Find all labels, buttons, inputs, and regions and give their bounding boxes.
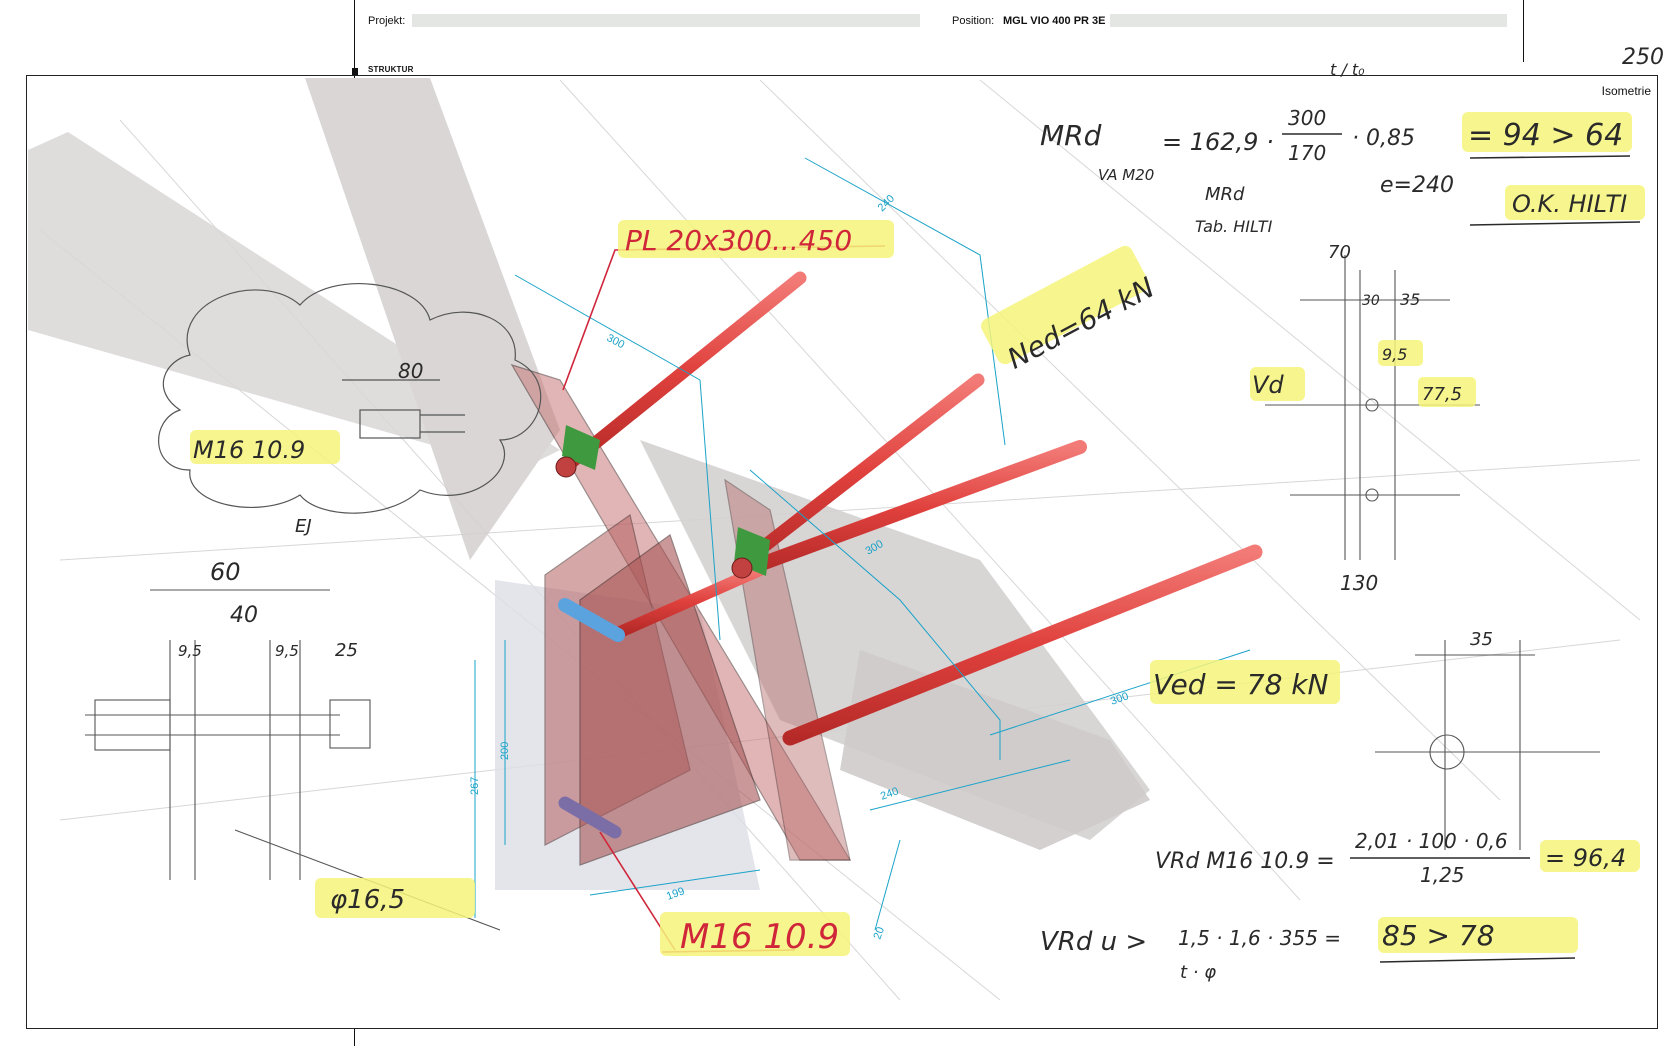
anchor-nuts [555,425,770,579]
vd-label: Vd [1252,371,1284,399]
sketch-95: 9,5 [178,642,202,660]
mrd-factor: · 0,85 [1352,126,1415,151]
gusset-plate-front [579,534,761,866]
bolt-detail-sketch [158,283,542,514]
dimension-lines [474,157,1251,931]
sk-775: 77,5 [1422,384,1462,405]
hl-mrd-result [1462,112,1632,152]
vrd-num: 2,01 · 100 · 0,6 [1355,829,1508,853]
mrd-result: = 94 > 64 [1468,118,1623,153]
drawing-frame [26,75,1658,1029]
mrd-underline [1469,155,1631,159]
sketch-30: 30 [1362,293,1380,309]
project-label: Projekt: [368,15,406,27]
vrd-label: VRd M16 10.9 = [1155,849,1335,874]
sketch-40: 40 [230,603,258,628]
sketch-80: 80 [398,359,423,383]
ok-underline [1469,221,1641,226]
sketch-e: EJ [295,516,312,537]
position-field [1110,14,1507,27]
connection-plates [510,363,852,866]
vrdu-result: 85 > 78 [1382,919,1495,952]
hole-note: φ16,5 [330,885,405,915]
sketch-60: 60 [210,558,241,586]
revision-cloud [158,283,542,514]
sketch-70: 70 [1328,242,1351,263]
section-marker [352,68,358,76]
sketch-35b: 35 [1470,629,1493,650]
dim-199: 199 [665,885,686,903]
ok-note: O.K. HILTI [1512,190,1627,218]
dim-240-bottom: 240 [879,785,900,803]
position-label: Position: [952,15,995,27]
mrd-note-1: MRd [1205,184,1245,205]
dim-200: 200 [499,742,511,760]
ved-note: Ved = 78 kN [1153,668,1329,701]
hl-hole [315,878,475,918]
mrd-frac-top: 300 [1288,106,1326,130]
plate-callout: PL 20x300...450 [625,224,852,257]
highlights [190,112,1645,956]
mrd-sub: VA M20 [1098,166,1154,184]
bottom-left-rule [354,1029,355,1046]
project-field [412,14,920,27]
dim-300-right: 300 [1109,690,1130,708]
nut-top [555,456,577,478]
hl-vd [1250,367,1305,401]
header-right-rule [1523,0,1524,62]
anchor-rod-4 [614,564,766,638]
dim-267: 267 [469,777,481,795]
vrdu-label: VRd u > [1040,927,1147,957]
anchor-rod-1 [561,271,807,472]
hole-detail-sketch [1375,640,1600,850]
position-value: MGL VIO 400 PR 3E [1003,15,1106,27]
hl-bolt-bottom [660,912,850,956]
dim-300-left: 300 [605,332,627,351]
bolt-bottom-callout: M16 10.9 [680,917,839,957]
anchor-rod-5 [782,544,1263,746]
vrd-den: 1,25 [1420,863,1465,887]
vrdu-sub: t · φ [1180,962,1216,983]
anchor-rod-3 [738,440,1087,577]
hl-bolt-top [190,430,340,464]
mrd-note-2: Tab. HILTI [1195,217,1273,236]
nut-middle [731,557,753,579]
bolts [558,598,625,839]
e-note: e=240 [1380,173,1454,198]
vrdu-expr: 1,5 · 1,6 · 355 = [1178,926,1341,950]
mrd-frac-bot: 170 [1288,141,1326,165]
view-label: Isometrie [1601,84,1651,98]
t-frac-note: t / t₀ [1330,60,1365,79]
hl-ned [981,245,1149,365]
hl-plate [618,220,894,258]
sketch-35: 35 [1400,290,1420,309]
anchor-rod-2 [733,373,985,572]
hl-ok [1505,185,1645,220]
bolt-lower [558,796,622,839]
hl-775 [1418,377,1476,407]
sketch-130: 130 [1340,571,1378,595]
mrd-lhs: MRd [1040,119,1102,152]
hl-vrd-result [1540,840,1640,872]
bolt-top-note: M16 10.9 [193,436,305,464]
sketch-95b: 9,5 [275,642,299,660]
dim-20: 20 [872,925,887,941]
hl-vrdu-result [1378,917,1578,953]
sketch-25: 25 [335,640,358,661]
hl-ved [1150,660,1340,704]
anchor-rods [561,271,1263,746]
mrd-mid: = 162,9 · [1162,128,1274,156]
plate-leader [562,245,886,391]
section-label: STRUKTUR [368,65,414,74]
hl-95 [1378,340,1423,366]
red-callouts: PL 20x300...450 M16 10.9 [625,224,852,957]
sk-95c: 9,5 [1382,345,1407,364]
vrdu-underline [1379,957,1576,963]
bolt-upper [558,598,625,642]
vrd-result: = 96,4 [1545,844,1626,872]
main-beam-end [840,650,1150,850]
corner-note: 250 [1622,45,1664,70]
header-left-rule [354,0,355,78]
